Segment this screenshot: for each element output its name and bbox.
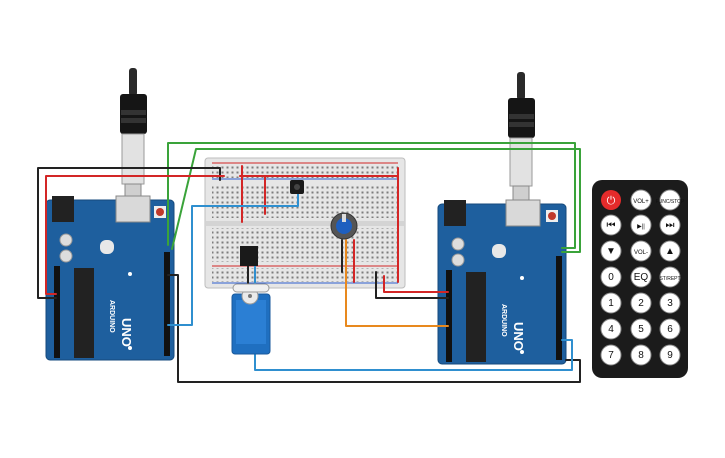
- remote-next-button[interactable]: ⏭: [659, 214, 681, 236]
- remote-play-pause-label: ▶||: [637, 224, 645, 230]
- remote-9-button[interactable]: 9: [659, 344, 681, 366]
- wire-red-left[interactable]: [45, 175, 225, 295]
- remote-up-label: ▲: [665, 246, 675, 257]
- remote-8-label: 8: [638, 350, 644, 361]
- ir-remote[interactable]: ⏻ VOL+ FUNC/STOP ⏮ ▶|| ⏭ ▼ VOL- ▲ 0 EQ ST/REPT 1 2 3 4…: [592, 180, 688, 378]
- remote-vol-up-label: VOL+: [633, 199, 649, 205]
- arduino-uno-left[interactable]: ARDUINO UNO: [45, 195, 175, 361]
- wire-orange[interactable]: [345, 239, 449, 327]
- remote-vol-down-button[interactable]: VOL-: [630, 240, 652, 262]
- potentiometer[interactable]: [330, 212, 358, 240]
- remote-4-button[interactable]: 4: [600, 318, 622, 340]
- remote-vol-up-button[interactable]: VOL+: [630, 189, 652, 211]
- remote-down-label: ▼: [606, 246, 616, 257]
- remote-1-button[interactable]: 1: [600, 292, 622, 314]
- remote-1-label: 1: [608, 298, 614, 309]
- usb-cable-right: [508, 72, 535, 209]
- remote-st-rept-label: ST/REPT: [659, 276, 680, 282]
- breadboard[interactable]: [204, 157, 406, 289]
- remote-4-label: 4: [608, 324, 614, 335]
- header-digital-right: [556, 256, 562, 360]
- arduino-brand-left: ARDUINO: [108, 300, 115, 333]
- chip-right: [466, 272, 486, 362]
- arduino-brand-right: ARDUINO: [500, 304, 507, 337]
- power-jack-left: [52, 196, 74, 222]
- header-power-right: [446, 270, 452, 362]
- wires: [37, 142, 581, 383]
- wire-black-left[interactable]: [37, 167, 221, 299]
- remote-5-label: 5: [638, 324, 644, 335]
- chip-left: [74, 268, 94, 358]
- remote-2-button[interactable]: 2: [630, 292, 652, 314]
- remote-down-button[interactable]: ▼: [600, 240, 622, 262]
- remote-9-label: 9: [667, 350, 673, 361]
- remote-prev-button[interactable]: ⏮: [600, 214, 622, 236]
- power-jack-right: [444, 200, 466, 226]
- remote-power-button[interactable]: ⏻: [601, 190, 621, 210]
- header-power-left: [54, 266, 60, 358]
- remote-func-stop-button[interactable]: FUNC/STOP: [656, 189, 685, 211]
- remote-next-label: ⏭: [666, 220, 675, 231]
- remote-3-button[interactable]: 3: [659, 292, 681, 314]
- remote-eq-label: EQ: [634, 272, 649, 283]
- usb-cable-left: [120, 68, 147, 205]
- remote-func-stop-label: FUNC/STOP: [656, 199, 685, 205]
- usb-port-right: [505, 199, 541, 227]
- ir-receiver[interactable]: [290, 180, 304, 194]
- usb-port-left: [115, 195, 151, 223]
- remote-0-label: 0: [608, 272, 614, 283]
- remote-vol-down-label: VOL-: [634, 250, 648, 256]
- wire-blue-left[interactable]: [167, 193, 299, 326]
- remote-2-label: 2: [638, 298, 644, 309]
- remote-buttons: VOL+ FUNC/STOP ⏮ ▶|| ⏭ ▼ VOL- ▲ 0 EQ ST/REPT 1 2 3 4 5 6…: [600, 189, 685, 366]
- remote-3-label: 3: [667, 298, 673, 309]
- servo-motor[interactable]: [231, 283, 271, 355]
- remote-8-button[interactable]: 8: [630, 344, 652, 366]
- remote-6-label: 6: [667, 324, 673, 335]
- wire-black-right[interactable]: [375, 271, 449, 299]
- remote-eq-button[interactable]: EQ: [630, 266, 652, 288]
- remote-prev-label: ⏮: [607, 220, 616, 231]
- remote-7-label: 7: [608, 350, 614, 361]
- arduino-uno-right[interactable]: ARDUINO UNO: [437, 199, 567, 365]
- power-icon: ⏻: [607, 195, 616, 207]
- remote-play-pause-button[interactable]: ▶||: [630, 214, 652, 236]
- remote-5-button[interactable]: 5: [630, 318, 652, 340]
- wire-red-right-b[interactable]: [383, 275, 449, 293]
- header-digital-left: [164, 252, 170, 356]
- remote-7-button[interactable]: 7: [600, 344, 622, 366]
- remote-6-button[interactable]: 6: [659, 318, 681, 340]
- wire-black-bottom[interactable]: [167, 274, 581, 383]
- servo-connector: [240, 246, 258, 266]
- arduino-model-left: UNO: [119, 318, 134, 347]
- remote-up-button[interactable]: ▲: [659, 240, 681, 262]
- remote-st-rept-button[interactable]: ST/REPT: [659, 266, 681, 288]
- arduino-model-right: UNO: [511, 322, 526, 351]
- remote-0-button[interactable]: 0: [600, 266, 622, 288]
- wire-green-2[interactable]: [171, 148, 581, 253]
